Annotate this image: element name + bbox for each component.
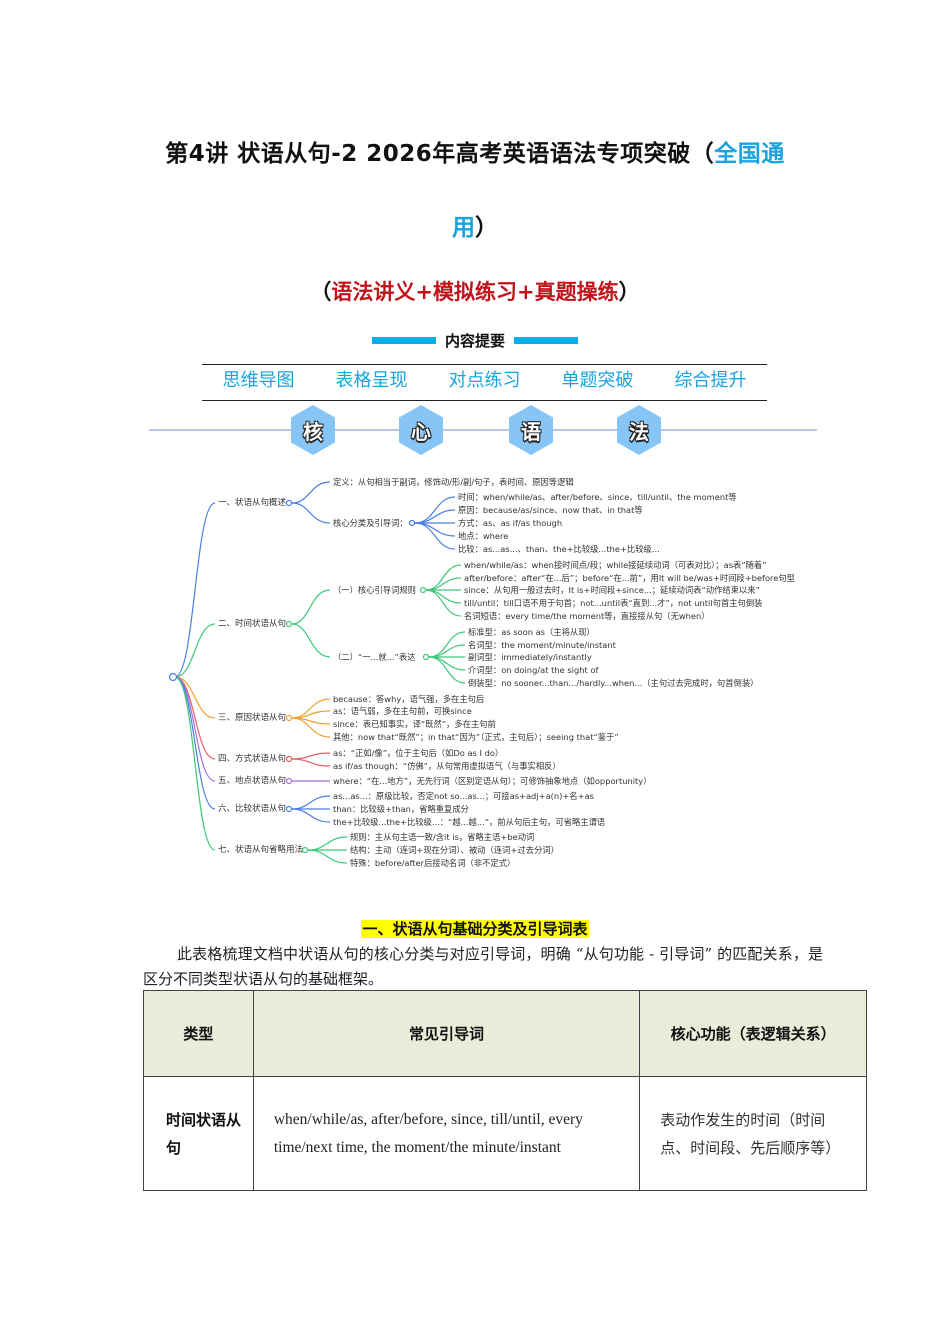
- nav-divider-top: [202, 364, 767, 365]
- mindmap-leaf: 倒装型：no sooner...than.../hardly...when...…: [468, 678, 759, 688]
- nav-item-practice[interactable]: 对点练习: [448, 370, 521, 391]
- mindmap-subnode: （一）核心引导词规则: [333, 585, 416, 595]
- content-nav: 思维导图 表格呈现 对点练习 单题突破 综合提升: [202, 366, 767, 392]
- subtitle-close: ）: [618, 280, 640, 304]
- summary-label: 内容提要: [444, 332, 505, 350]
- table-header-row: 类型 常见引导词 核心功能（表逻辑关系）: [143, 990, 867, 1077]
- document-title: 第4讲 状语从句-2 2026年高考英语语法专项突破（全国通: [0, 134, 950, 168]
- mindmap-leaf: 介词型：on doing/at the sight of: [468, 665, 599, 675]
- document-subtitle: （语法讲义+模拟练习+真题操练）: [0, 276, 950, 306]
- mindmap-leaf: than：比较级+than，省略重复成分: [333, 804, 469, 814]
- mindmap-leaf: 比较：as...as...、than、the+比较级...the+比较级...: [458, 544, 660, 554]
- mindmap-leaf: 副词型：immediately/instantly: [468, 652, 592, 662]
- hex-badge: 核: [291, 405, 335, 455]
- mindmap-leaf: 标准型：as soon as（主将从现）: [468, 627, 595, 637]
- hex-badge: 法: [617, 405, 661, 455]
- mindmap-leaf: 地点：where: [458, 531, 509, 541]
- mindmap-branch: 一、状语从句概述: [218, 498, 287, 508]
- hex-badge-text: 核: [303, 419, 323, 444]
- mindmap-branch: 五、地点状语从句: [218, 776, 287, 786]
- clause-table: 类型 常见引导词 核心功能（表逻辑关系） 时间状语从句 when/while/a…: [143, 990, 867, 1191]
- column-header-type: 类型: [143, 990, 254, 1077]
- mindmap-leaf: as：语气弱，多在主句前，可换since: [333, 706, 472, 716]
- section-paragraph: 此表格梳理文档中状语从句的核心分类与对应引导词，明确 “从句功能 - 引导词” …: [143, 945, 823, 988]
- mindmap-branch: 七、状语从句省略用法: [218, 845, 304, 855]
- section-heading-text: 一、状语从句基础分类及引导词表: [361, 920, 589, 938]
- document-title-continued: 用）: [0, 208, 950, 242]
- mindmap-leaf: till/until：till口语不用于句首；not...until表“直到..…: [464, 598, 763, 608]
- mindmap-branch: 六、比较状语从句: [218, 804, 287, 814]
- mindmap-subnode: 核心分类及引导词：: [333, 518, 408, 528]
- mindmap-leaf: as if/as though：“仿佛”，从句常用虚拟语气（与事实相反）: [333, 761, 561, 771]
- mindmap-leaf: when/while/as：when接时间点/段；while接延续动词（可表对比…: [464, 560, 767, 570]
- mindmap-leaf: since：表已知事实，译“既然”，多在主句前: [333, 719, 496, 729]
- mindmap-leaf: after/before：after“在...后”；before“在...前”，…: [464, 573, 795, 583]
- cell-conjunctions: when/while/as, after/before, since, till…: [252, 1076, 641, 1191]
- mindmap-leaf: 其他：now that“既然”；in that“因为”（正式，主句后）；seei…: [333, 732, 619, 742]
- mindmap-leaf: 定义：从句相当于副词，修饰动/形/副/句子，表时间、原因等逻辑: [333, 477, 574, 487]
- title-text: 第4讲 状语从句-2 2026年高考英语语法专项突破（: [165, 141, 715, 167]
- cell-function: 表动作发生的时间（时间点、时间段、先后顺序等）: [639, 1076, 867, 1191]
- title-highlight-cont: 用: [452, 215, 475, 241]
- mindmap-leaf: 特殊：before/after后接动名词（非不定式）: [350, 858, 516, 868]
- mindmap-leaf: the+比较级...the+比较级...：“越...越...”，前从句后主句，可…: [333, 817, 606, 827]
- mindmap-leaf: since：从句用一般过去时，It is+时间段+since...；延续动词表“…: [464, 585, 760, 595]
- mindmap-leaf: 结构：主动（连词+现在分词）、被动（连词+过去分词）: [350, 845, 559, 855]
- mindmap-leaf: 方式：as、as if/as though: [458, 518, 563, 528]
- nav-item-table[interactable]: 表格呈现: [335, 370, 408, 391]
- title-highlight: 全国通: [714, 141, 785, 167]
- badge-line: [149, 429, 817, 431]
- decorative-bar-left: [371, 337, 436, 344]
- nav-item-mindmap[interactable]: 思维导图: [222, 370, 295, 391]
- mindmap-branch: 二、时间状语从句: [218, 619, 287, 629]
- column-header-conjunctions: 常见引导词: [252, 990, 641, 1077]
- mindmap-subnode: （二）“一...就...”表达: [333, 652, 416, 662]
- hex-badge: 语: [509, 405, 553, 455]
- mindmap-leaf: 规则：主从句主语一致/含it is，省略主语+be动词: [350, 832, 535, 842]
- mindmap-leaf: 名词短语：every time/the moment等，直接接从句（无when）: [464, 611, 710, 621]
- subtitle-open: （: [310, 280, 332, 304]
- decorative-bar-right: [514, 337, 578, 344]
- nav-divider-bottom: [202, 400, 767, 401]
- hex-badge-text: 语: [521, 419, 541, 444]
- mindmap-leaf: as：“正如/像”，位于主句后（如Do as I do）: [333, 748, 504, 758]
- mindmap-leaf: where：“在...地方”，无先行词（区别定语从句）；可修饰抽象地点（如opp…: [333, 776, 652, 786]
- mind-map-connectors: [168, 481, 466, 864]
- mindmap-leaf: as...as...：原级比较，否定not so...as...；可接as+ad…: [333, 791, 595, 801]
- table-row: 时间状语从句 when/while/as, after/before, sinc…: [143, 1076, 867, 1191]
- column-header-function: 核心功能（表逻辑关系）: [639, 990, 867, 1077]
- mindmap-branch: 三、原因状语从句: [218, 713, 287, 723]
- cell-type: 时间状语从句: [143, 1076, 254, 1191]
- mindmap-leaf: 名词型：the moment/minute/instant: [468, 640, 616, 650]
- subtitle-text: 语法讲义+模拟练习+真题操练: [331, 280, 619, 304]
- nav-item-single[interactable]: 单题突破: [561, 370, 634, 391]
- hex-badge: 心: [399, 405, 443, 455]
- mindmap-leaf: because：答why，语气强，多在主句后: [333, 694, 485, 704]
- mind-map: 一、状语从句概述 定义：从句相当于副词，修饰动/形/副/句子，表时间、原因等逻辑…: [165, 470, 825, 875]
- mindmap-branch: 四、方式状语从句: [218, 754, 287, 764]
- summary-header: 内容提要: [0, 330, 950, 351]
- hex-badge-text: 心: [411, 419, 431, 444]
- hex-badge-text: 法: [629, 419, 649, 444]
- mindmap-leaf: 时间：when/while/as、after/before、since、till…: [458, 492, 737, 502]
- mindmap-leaf: 原因：because/as/since、now that、in that等: [458, 505, 643, 515]
- nav-item-comprehensive[interactable]: 综合提升: [674, 370, 747, 391]
- title-close: ）: [475, 215, 498, 241]
- section-heading: 一、状语从句基础分类及引导词表: [0, 918, 950, 939]
